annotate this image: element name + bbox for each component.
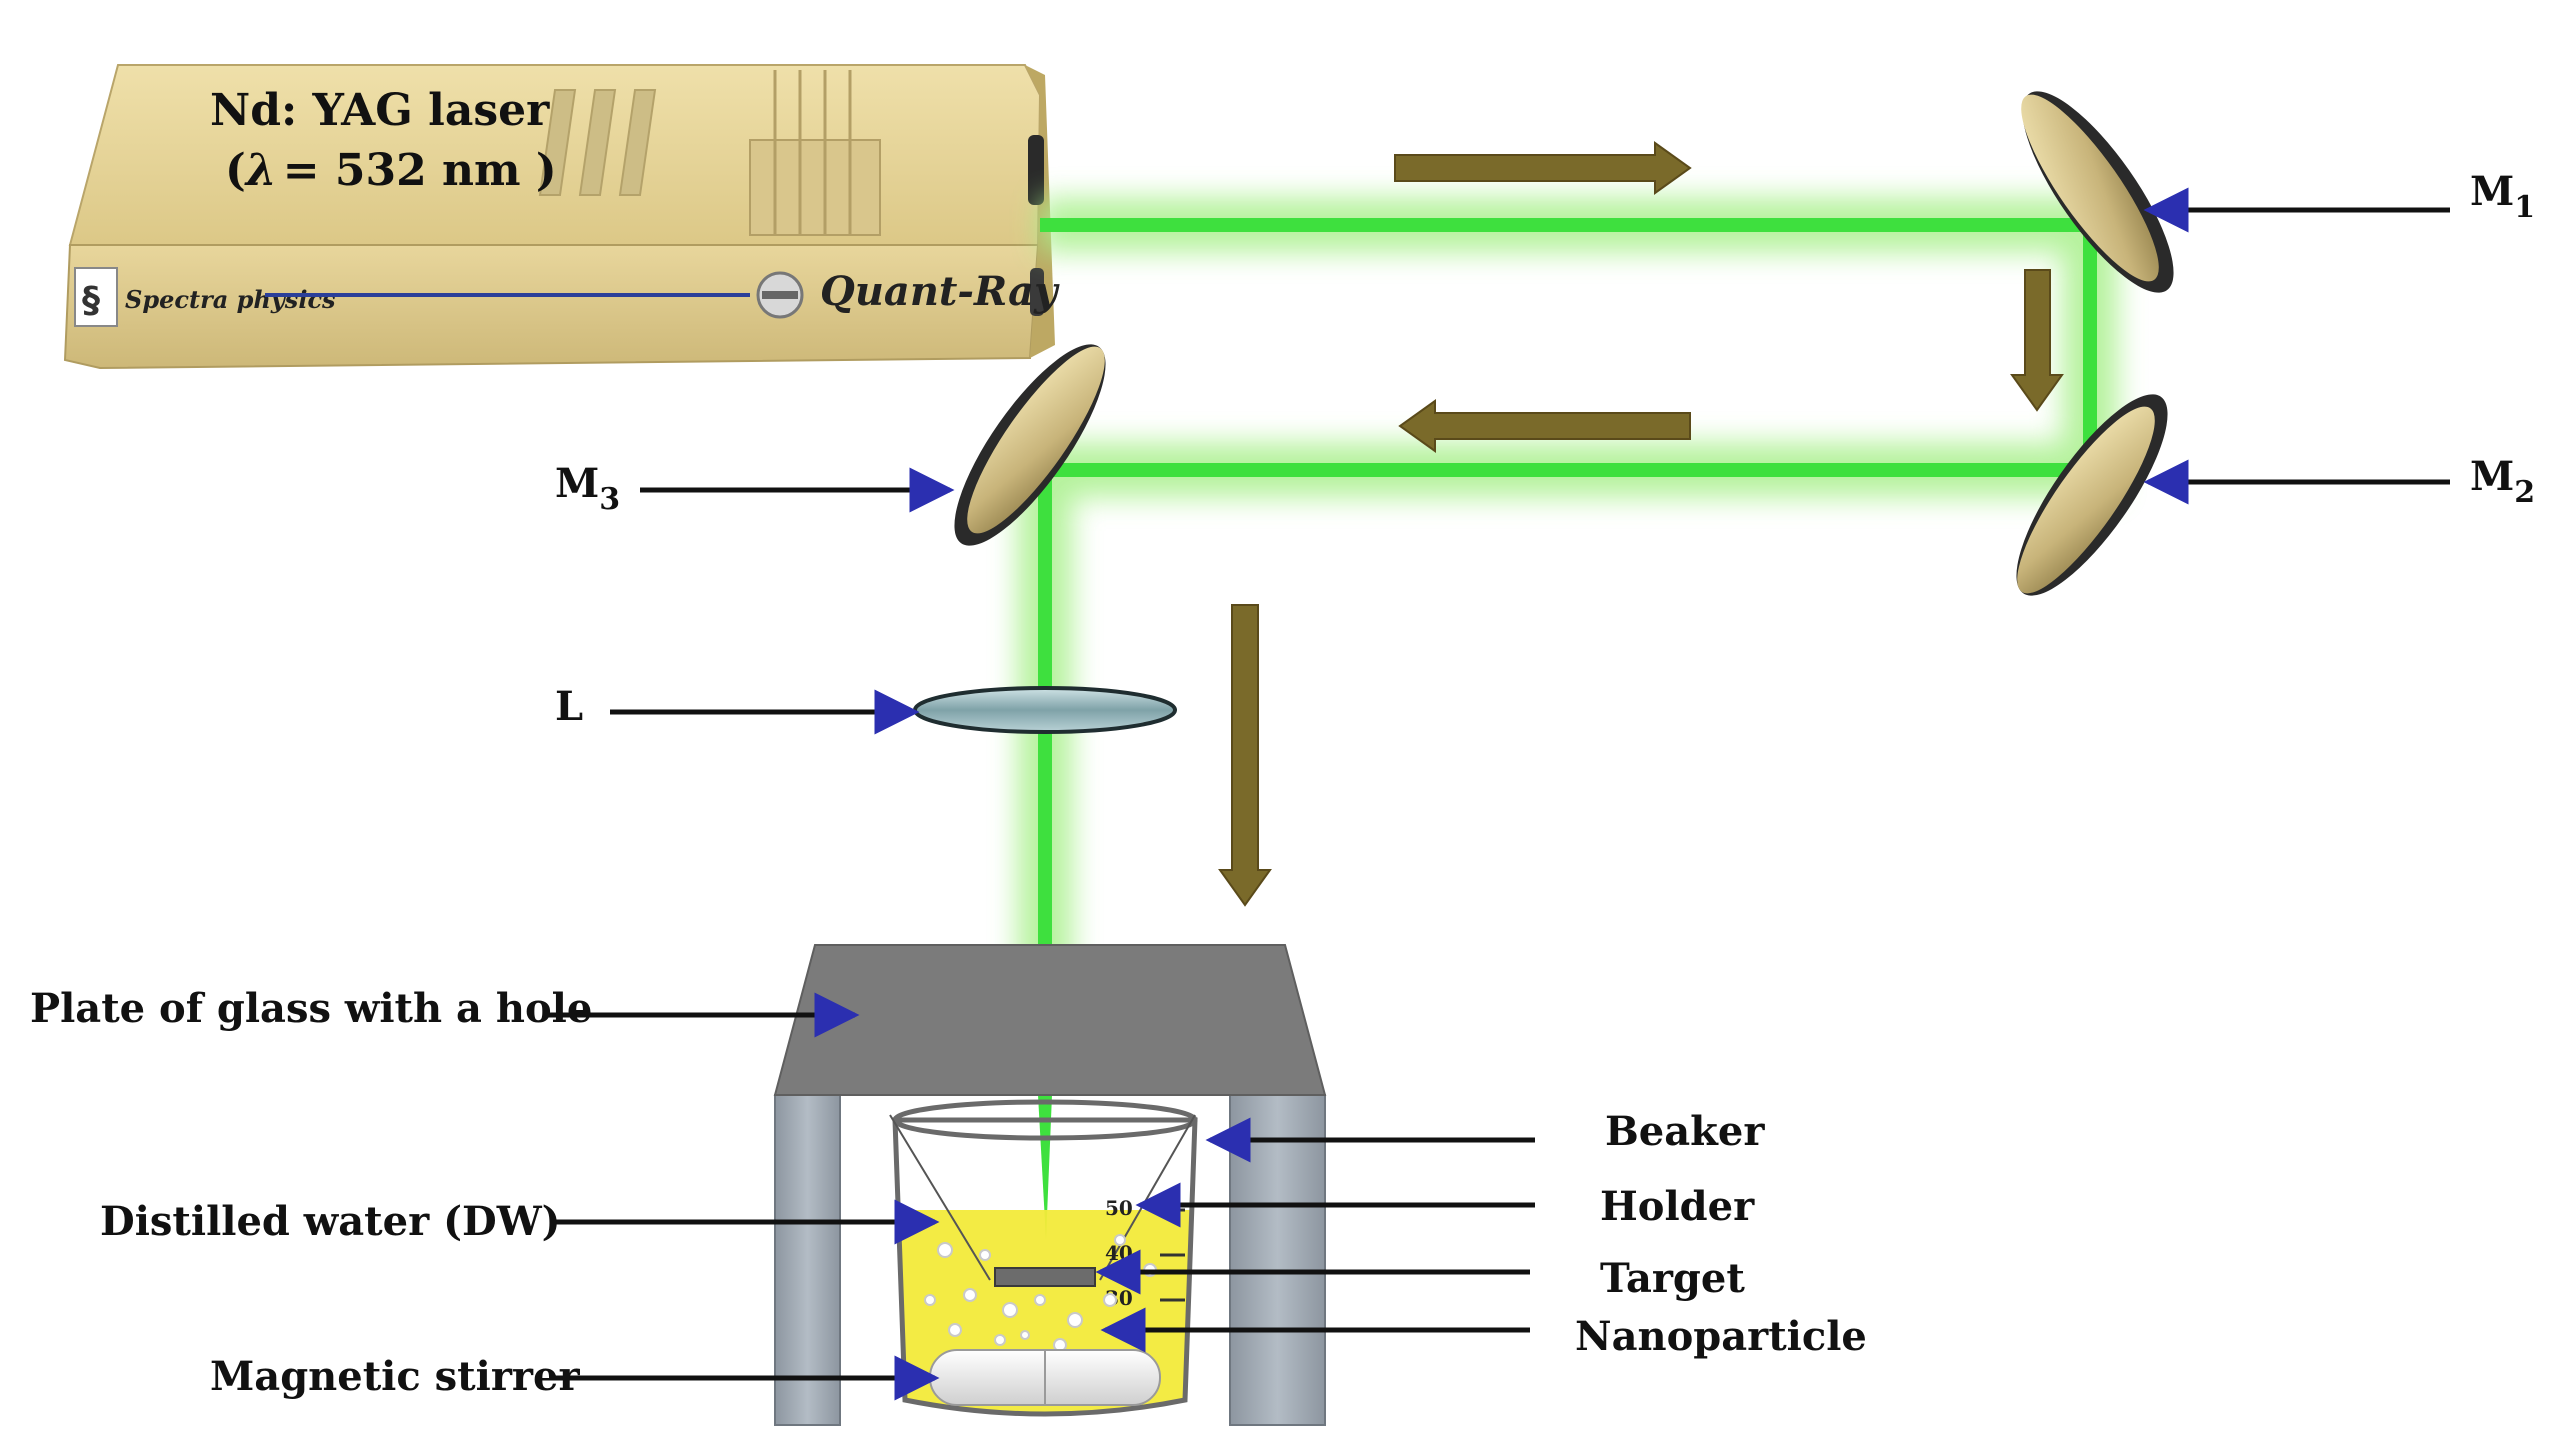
focused-beam bbox=[1038, 1095, 1052, 1240]
laser-model: Quant-Ray bbox=[820, 268, 1060, 315]
label-lens: L bbox=[555, 683, 583, 730]
laser-aperture bbox=[1028, 135, 1044, 205]
brand-name: Spectra physics bbox=[125, 285, 336, 314]
laser-front-face bbox=[63, 244, 1040, 370]
nd-yag-laser: Nd: YAG laser (λ= 532 nm ) § Spectra phy… bbox=[63, 64, 1060, 370]
laser-wavelength: (λ= 532 nm ) bbox=[225, 145, 557, 196]
label-stirrer: Magnetic stirrer bbox=[210, 1353, 580, 1400]
label-m1: M1 bbox=[2470, 168, 2535, 225]
label-beaker: Beaker bbox=[1605, 1108, 1765, 1155]
flow-arrow-left bbox=[1398, 399, 1691, 453]
brand-logo-icon: § bbox=[82, 280, 100, 321]
label-m2: M2 bbox=[2470, 453, 2535, 510]
laser-vents bbox=[538, 89, 657, 196]
laser-side-knob bbox=[1030, 268, 1044, 316]
laser-beam-glow bbox=[1017, 197, 2118, 985]
label-target: Target bbox=[1600, 1255, 1745, 1302]
flow-arrow-down bbox=[1218, 604, 1272, 907]
mirror-m2 bbox=[2016, 394, 2168, 596]
label-pointers bbox=[545, 187, 2450, 1401]
label-m3: M3 bbox=[555, 460, 620, 517]
flow-arrows bbox=[1218, 141, 2064, 907]
laser-heat-sink bbox=[749, 70, 881, 236]
brand-logo-box bbox=[74, 267, 118, 327]
label-holder: Holder bbox=[1600, 1183, 1755, 1230]
laser-name: Nd: YAG laser bbox=[210, 85, 550, 136]
holder-right-wall bbox=[1229, 1094, 1326, 1426]
mirror-m3 bbox=[954, 344, 1106, 546]
glass-plate bbox=[773, 944, 1327, 1096]
flow-arrow-right bbox=[1394, 141, 1692, 195]
label-water: Distilled water (DW) bbox=[100, 1198, 561, 1245]
flow-arrow-down-right bbox=[2010, 269, 2064, 412]
label-plate: Plate of glass with a hole bbox=[30, 985, 592, 1032]
mirror-m1 bbox=[2021, 91, 2174, 293]
lens bbox=[913, 686, 1177, 734]
label-nanoparticle: Nanoparticle bbox=[1575, 1313, 1867, 1360]
beaker-glass bbox=[892, 1117, 1198, 1417]
scale-50: 50 bbox=[1105, 1196, 1133, 1220]
beaker-rim bbox=[892, 1099, 1198, 1141]
target bbox=[994, 1267, 1096, 1287]
